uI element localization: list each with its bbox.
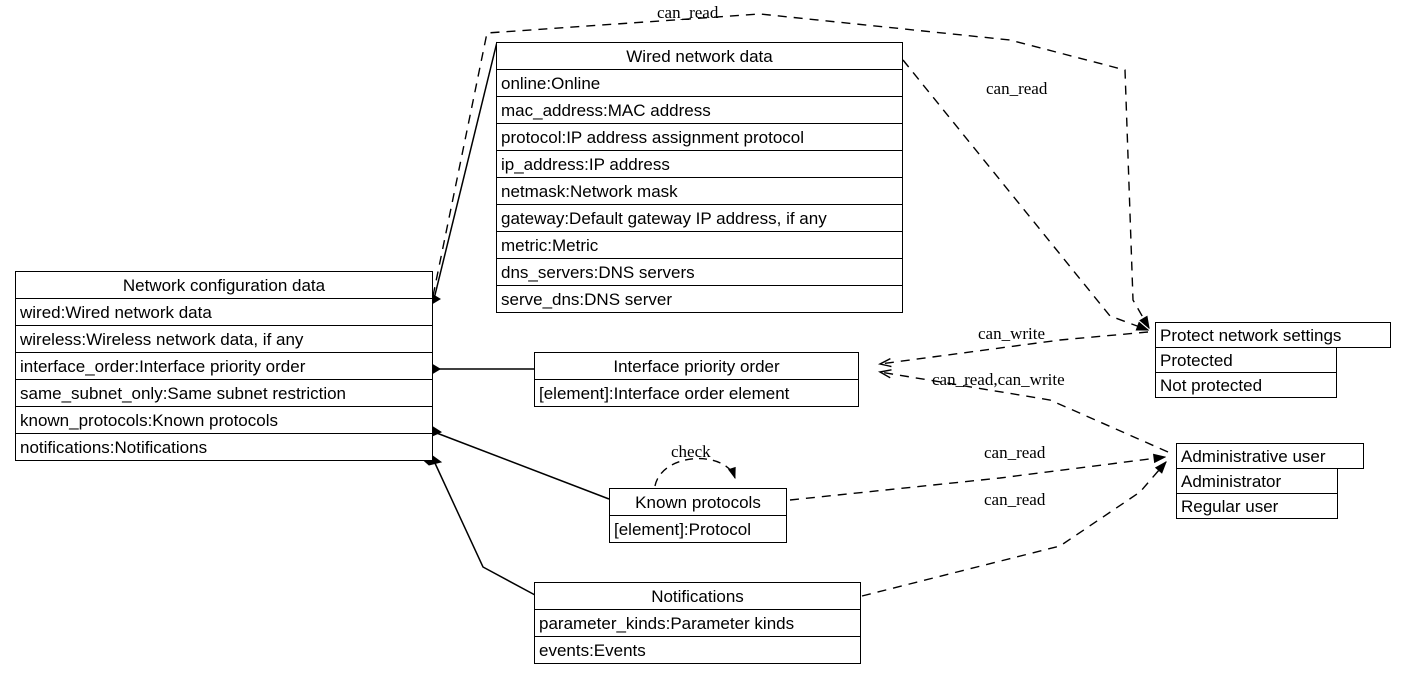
class-title-network-configuration-data: Network configuration data bbox=[15, 271, 433, 299]
class-attribute-row: online:Online bbox=[496, 69, 903, 97]
class-title-known-protocols: Known protocols bbox=[609, 488, 787, 516]
class-attribute-row: interface_order:Interface priority order bbox=[15, 352, 433, 380]
class-attribute-row: parameter_kinds:Parameter kinds bbox=[534, 609, 861, 637]
class-attribute-row: events:Events bbox=[534, 636, 861, 664]
class-attribute-row: same_subnet_only:Same subnet restriction bbox=[15, 379, 433, 407]
edge-composition-interface-order bbox=[419, 362, 534, 376]
class-attribute-row: [element]:Interface order element bbox=[534, 379, 859, 407]
class-box-known-protocols[interactable]: Known protocols [element]:Protocol bbox=[609, 488, 787, 543]
class-box-notifications[interactable]: Notifications parameter_kinds:Parameter … bbox=[534, 582, 861, 664]
class-title-notifications: Notifications bbox=[534, 582, 861, 610]
class-attribute-row: ip_address:IP address bbox=[496, 150, 903, 178]
class-attribute-row: Regular user bbox=[1176, 493, 1338, 519]
class-attribute-row: Protected bbox=[1155, 347, 1337, 373]
edge-composition-known-protocols bbox=[419, 424, 610, 500]
class-title-wired-network-data: Wired network data bbox=[496, 42, 903, 70]
class-attribute-row: wireless:Wireless network data, if any bbox=[15, 325, 433, 353]
edge-composition-wired bbox=[419, 41, 498, 306]
class-attribute-row: protocol:IP address assignment protocol bbox=[496, 123, 903, 151]
class-title-protect-network-settings: Protect network settings bbox=[1155, 322, 1391, 348]
class-title-interface-priority-order: Interface priority order bbox=[534, 352, 859, 380]
edge-label-can-read-top: can_read bbox=[657, 3, 719, 22]
edge-label-can-read-upper-right: can_read bbox=[986, 79, 1048, 98]
class-title-administrative-user: Administrative user bbox=[1176, 443, 1364, 469]
edge-composition-notifications bbox=[418, 453, 536, 596]
class-attribute-row: Administrator bbox=[1176, 468, 1338, 494]
edge-check-self-loop bbox=[654, 458, 736, 487]
edge-label-check: check bbox=[671, 442, 711, 461]
class-attribute-row: wired:Wired network data bbox=[15, 298, 433, 326]
class-box-protect-network-settings[interactable]: Protect network settings Protected Not p… bbox=[1155, 322, 1391, 398]
class-box-network-configuration-data[interactable]: Network configuration data wired:Wired n… bbox=[15, 271, 433, 461]
class-attribute-row: Not protected bbox=[1155, 372, 1337, 398]
class-box-administrative-user[interactable]: Administrative user Administrator Regula… bbox=[1176, 443, 1364, 519]
class-attribute-row: [element]:Protocol bbox=[609, 515, 787, 543]
class-attribute-row: mac_address:MAC address bbox=[496, 96, 903, 124]
class-box-interface-priority-order[interactable]: Interface priority order [element]:Inter… bbox=[534, 352, 859, 407]
class-attribute-row: dns_servers:DNS servers bbox=[496, 258, 903, 286]
class-attribute-row: serve_dns:DNS server bbox=[496, 285, 903, 313]
edge-label-can-read-can-write: can_read,can_write bbox=[932, 370, 1065, 389]
class-attribute-row: known_protocols:Known protocols bbox=[15, 406, 433, 434]
class-attribute-row: gateway:Default gateway IP address, if a… bbox=[496, 204, 903, 232]
edge-label-can-read-mid: can_read bbox=[984, 443, 1046, 462]
class-attribute-row: netmask:Network mask bbox=[496, 177, 903, 205]
class-attribute-row: notifications:Notifications bbox=[15, 433, 433, 461]
class-attribute-row: metric:Metric bbox=[496, 231, 903, 259]
edge-can-read-notifications bbox=[861, 462, 1166, 597]
edge-can-read-wired bbox=[902, 59, 1148, 331]
edge-label-can-read-low: can_read bbox=[984, 490, 1046, 509]
edge-label-can-write: can_write bbox=[978, 324, 1046, 343]
edge-can-read-known-protocols bbox=[789, 457, 1165, 501]
class-box-wired-network-data[interactable]: Wired network data online:Online mac_add… bbox=[496, 42, 903, 313]
